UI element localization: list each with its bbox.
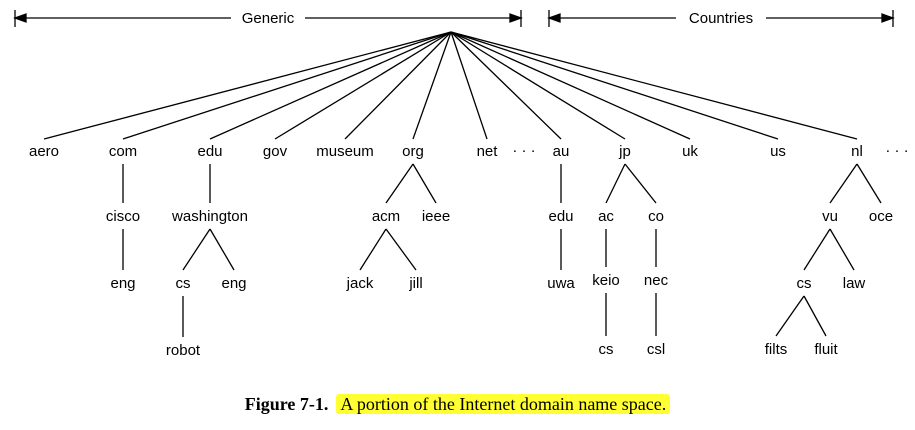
- node-org-acm-jill: jill: [408, 275, 422, 292]
- node-jp-ac: ac: [598, 208, 614, 225]
- node-edu-washington-eng: eng: [221, 275, 246, 292]
- node-org: org: [402, 143, 424, 160]
- node-au-edu-uwa: uwa: [547, 275, 575, 292]
- tree-edges: [43, 31, 882, 337]
- node-edu-washington-cs: cs: [176, 275, 191, 292]
- node-edu-washington-cs-robot: robot: [166, 342, 201, 359]
- edge-root-edu: [209, 31, 452, 140]
- generic-bracket: [13, 10, 523, 27]
- node-jp-co-nec-csl: csl: [647, 341, 665, 358]
- node-nl-vu-law: law: [843, 275, 866, 292]
- edge-nl-vu: [829, 163, 858, 204]
- edge-nl-vu-cs-filts: [775, 295, 805, 337]
- generic-label: Generic: [242, 10, 295, 27]
- node-museum: museum: [316, 143, 374, 160]
- node-gov: gov: [263, 143, 288, 160]
- tree-nodes: aero com cisco eng edu washington cs robot eng go…: [29, 143, 893, 359]
- edge-edu-washington-eng: [209, 228, 235, 271]
- figure-caption: Figure 7-1. A portion of the Internet dom…: [0, 394, 915, 415]
- generic-right-arrowhead: [509, 13, 523, 23]
- node-com-cisco: cisco: [106, 208, 140, 225]
- node-org-acm: acm: [372, 208, 400, 225]
- node-jp-ac-keio: keio: [592, 272, 620, 289]
- node-jp-ac-keio-cs: cs: [599, 341, 614, 358]
- countries-bracket: [547, 10, 895, 27]
- caption-label: Figure 7-1.: [244, 394, 329, 414]
- node-net: net: [477, 143, 499, 160]
- edge-root-gov: [274, 31, 452, 140]
- countries-left-arrowhead: [547, 13, 561, 23]
- edge-nl-oce: [856, 163, 882, 204]
- node-com-cisco-eng: eng: [110, 275, 135, 292]
- node-au-edu: edu: [548, 208, 573, 225]
- edge-nl-vu-cs: [803, 228, 831, 271]
- node-jp-co: co: [648, 208, 664, 225]
- node-nl-vu: vu: [822, 208, 838, 225]
- countries-label: Countries: [689, 10, 753, 27]
- edge-root-au: [450, 31, 562, 140]
- node-us: us: [770, 143, 786, 160]
- edge-nl-vu-cs-fluit: [803, 295, 827, 337]
- edge-nl-vu-law: [829, 228, 855, 271]
- node-nl-vu-cs: cs: [797, 275, 812, 292]
- domain-tree-diagram: Generic Countries aero com cisco eng edu wash…: [13, 10, 909, 359]
- node-au: au: [553, 143, 570, 160]
- node-org-acm-jack: jack: [346, 275, 374, 292]
- edge-root-org: [412, 31, 452, 140]
- generic-left-arrowhead: [13, 13, 27, 23]
- edge-root-com: [122, 31, 452, 140]
- node-edu: edu: [197, 143, 222, 160]
- ellipsis-generic-countries: · · ·: [512, 142, 535, 159]
- countries-right-arrowhead: [881, 13, 895, 23]
- node-nl: nl: [851, 143, 863, 160]
- ellipsis-end: · · ·: [885, 142, 908, 159]
- node-aero: aero: [29, 143, 59, 160]
- node-nl-vu-cs-filts: filts: [765, 341, 788, 358]
- edge-root-nl: [450, 31, 858, 140]
- edge-root-jp: [450, 31, 626, 140]
- node-org-ieee: ieee: [422, 208, 450, 225]
- edge-jp-co: [624, 163, 657, 204]
- edge-org-acm: [385, 163, 414, 204]
- node-uk: uk: [682, 143, 698, 160]
- edge-edu-washington-cs: [182, 228, 211, 271]
- node-nl-oce: oce: [869, 208, 893, 225]
- node-jp: jp: [618, 143, 631, 160]
- node-com: com: [109, 143, 137, 160]
- edge-root-aero: [43, 31, 452, 140]
- edge-root-us: [450, 31, 779, 140]
- edge-root-museum: [344, 31, 452, 140]
- edge-org-acm-jack: [359, 228, 387, 271]
- caption-text: A portion of the Internet domain name sp…: [336, 394, 671, 414]
- node-edu-washington: washington: [171, 208, 248, 225]
- edge-root-uk: [450, 31, 691, 140]
- edge-org-ieee: [412, 163, 437, 204]
- edge-org-acm-jill: [385, 228, 417, 271]
- edge-root-net: [450, 31, 488, 140]
- edge-jp-ac: [605, 163, 626, 204]
- node-nl-vu-cs-fluit: fluit: [814, 341, 838, 358]
- node-jp-co-nec: nec: [644, 272, 669, 289]
